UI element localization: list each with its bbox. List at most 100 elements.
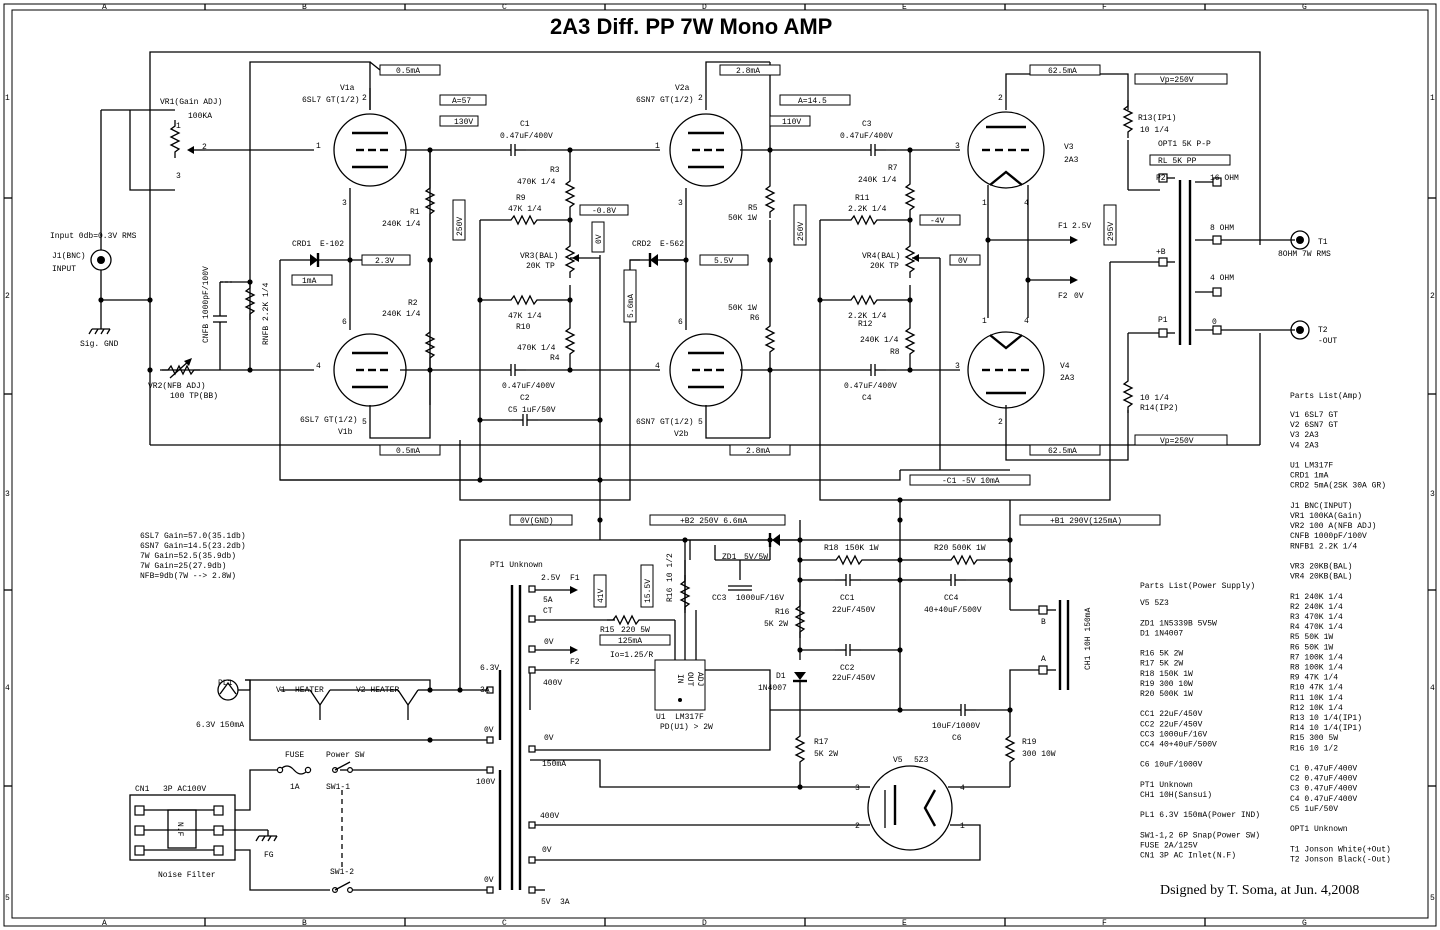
svg-text:0V: 0V: [484, 726, 494, 735]
svg-text:7W Gain=25(27.9db): 7W Gain=25(27.9db): [140, 562, 226, 571]
parts-item: R13 10 1/4(IP1): [1290, 714, 1362, 723]
svg-text:1A: 1A: [290, 783, 300, 792]
flag-0v-a: 0V: [595, 234, 604, 244]
svg-text:1: 1: [960, 822, 965, 831]
svg-text:R16: R16: [775, 608, 790, 617]
svg-text:R18: R18: [824, 544, 839, 553]
svg-text:2.2K 1/4: 2.2K 1/4: [848, 312, 887, 321]
svg-text:6SN7 GT(1/2): 6SN7 GT(1/2): [636, 96, 694, 105]
svg-text:PT1 Unknown: PT1 Unknown: [490, 561, 543, 570]
svg-text:2: 2: [362, 94, 367, 103]
svg-text:1: 1: [655, 142, 660, 151]
parts-item: R12 10K 1/4: [1290, 704, 1343, 713]
flag-i-v2b: 2.8mA: [746, 447, 770, 456]
svg-text:5Z3: 5Z3: [914, 756, 929, 765]
parts-item: R6 50K 1W: [1290, 643, 1333, 652]
svg-text:NFB=9db(7W --> 2.8W): NFB=9db(7W --> 2.8W): [140, 572, 236, 581]
col-label: G: [1302, 919, 1307, 928]
parts-item: V2 6SN7 GT: [1290, 421, 1338, 430]
svg-text:C5: C5: [508, 406, 518, 415]
svg-text:10 1/2: 10 1/2: [666, 553, 675, 582]
svg-text:400V: 400V: [543, 679, 562, 688]
resistors-amp: [161, 99, 1133, 414]
svg-text:F2: F2: [570, 658, 580, 667]
flag-1ma: 1mA: [302, 277, 317, 286]
svg-text:R8: R8: [890, 348, 900, 357]
vr2-value: 100 TP(BB): [170, 392, 218, 401]
parts-item: ZD1 1N5339B 5V5W: [1140, 619, 1217, 628]
flag-a57: A=57: [452, 97, 471, 106]
row-label: 4: [5, 684, 10, 693]
svg-text:0V: 0V: [484, 876, 494, 885]
svg-text:5K 2W: 5K 2W: [814, 750, 838, 759]
svg-text:C4: C4: [862, 394, 872, 403]
svg-text:V2a: V2a: [675, 84, 690, 93]
svg-text:240K 1/4: 240K 1/4: [382, 220, 421, 229]
parts-item: R19 300 10W: [1140, 680, 1193, 689]
svg-text:6SN7 GT(1/2): 6SN7 GT(1/2): [636, 418, 694, 427]
parts-item: PL1 6.3V 150mA(Power IND): [1140, 811, 1260, 820]
v2b-tube: [668, 332, 744, 408]
svg-text:PD(U1) > 2W: PD(U1) > 2W: [660, 723, 713, 732]
parts-item: V4 2A3: [1290, 441, 1319, 450]
svg-text:0.47uF/400V: 0.47uF/400V: [844, 382, 897, 391]
row-label: 3: [5, 490, 10, 499]
svg-text:3: 3: [955, 142, 960, 151]
svg-text:P2: P2: [1156, 174, 1166, 183]
svg-text:0.47uF/400V: 0.47uF/400V: [840, 132, 893, 141]
voltage-flags: 0.5mA A=57 130V 0.5mA 2.8mA A=14.5 110V …: [291, 64, 1228, 646]
svg-text:47K 1/4: 47K 1/4: [508, 312, 542, 321]
parts-item: R17 5K 2W: [1140, 660, 1183, 669]
svg-text:V2b: V2b: [674, 430, 689, 439]
ps-wiring: [235, 500, 1070, 891]
svg-text:A: A: [1041, 655, 1046, 664]
parts-item: PT1 Unknown: [1140, 781, 1193, 790]
parts-item: R20 500K 1W: [1140, 690, 1193, 699]
ps-labels: PT1 Unknown 2.5V 5A CT 0V 400V 0V 150mA …: [135, 544, 1093, 907]
cnfb-label: CNFB 1000pF/100V: [202, 266, 211, 343]
svg-text:4: 4: [1024, 317, 1029, 326]
svg-text:V3: V3: [1064, 143, 1074, 152]
parts-item: V5 5Z3: [1140, 599, 1169, 608]
svg-text:240K 1/4: 240K 1/4: [858, 176, 897, 185]
svg-text:R4: R4: [550, 354, 560, 363]
svg-text:4: 4: [1024, 199, 1029, 208]
svg-text:U1: U1: [656, 713, 666, 722]
svg-text:2A3: 2A3: [1064, 156, 1079, 165]
svg-text:470K 1/4: 470K 1/4: [517, 178, 556, 187]
svg-text:100V: 100V: [476, 778, 495, 787]
svg-text:F1: F1: [1058, 222, 1068, 231]
svg-text:150mA: 150mA: [542, 760, 566, 769]
parts-item: CRD2 5mA(2SK 30A GR): [1290, 482, 1386, 491]
svg-text:5V/5W: 5V/5W: [744, 553, 768, 562]
col-label: F: [1102, 3, 1107, 12]
signature: Dsigned by T. Soma, at Jun. 4,2008: [1160, 883, 1359, 898]
svg-text:Noise Filter: Noise Filter: [158, 871, 216, 880]
flag-0v-b: 0V: [958, 257, 968, 266]
parts-item: FUSE 2A/125V: [1140, 842, 1198, 851]
parts-item: CRD1 1mA: [1290, 472, 1329, 481]
svg-text:V1b: V1b: [338, 428, 353, 437]
svg-text:20K TP: 20K TP: [526, 262, 555, 271]
svg-text:D1: D1: [776, 672, 786, 681]
flag-5-6ma: 5.6mA: [627, 294, 636, 318]
svg-text:6SL7 GT(1/2): 6SL7 GT(1/2): [302, 96, 360, 105]
bnc-input-icon: [90, 249, 112, 271]
svg-text:Parts List(Amp): Parts List(Amp): [1290, 392, 1362, 401]
svg-text:R17: R17: [814, 738, 829, 747]
parts-item: C1 0.47uF/400V: [1290, 765, 1357, 774]
parts-item: R18 150K 1W: [1140, 670, 1193, 679]
flag-i-v3: 62.5mA: [1048, 67, 1077, 76]
col-label: C: [502, 919, 507, 928]
flag-250v-b: 250V: [797, 222, 806, 241]
row-label: 1: [5, 94, 10, 103]
svg-text:R19: R19: [1022, 738, 1037, 747]
svg-text:2A3: 2A3: [1060, 374, 1075, 383]
j1-label: J1(BNC): [52, 252, 86, 261]
svg-text:FG: FG: [264, 851, 274, 860]
vr1-value: 100KA: [188, 112, 212, 121]
opt-terminals: [1158, 173, 1222, 338]
svg-text:1: 1: [982, 317, 987, 326]
col-label: E: [902, 919, 907, 928]
